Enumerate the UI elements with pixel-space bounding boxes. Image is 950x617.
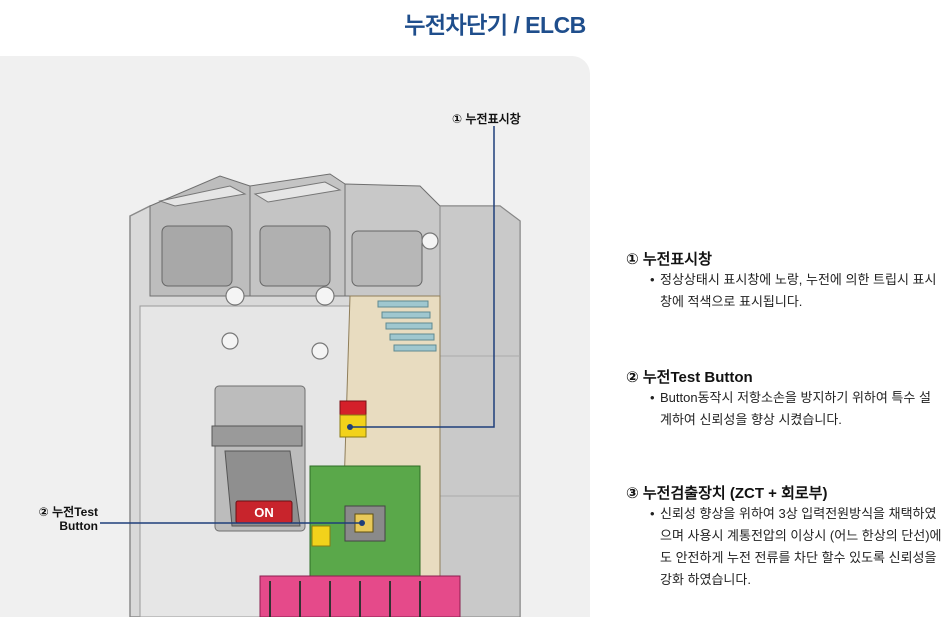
- section-detection: ③ 누전검출장치 (ZCT + 회로부) • 신뢰성 향상을 위하여 3상 입력전…: [626, 482, 942, 591]
- indicator-leader-line: [350, 126, 495, 428]
- indicator-red: [339, 400, 367, 416]
- terminal-bays: [149, 173, 441, 297]
- arc-chute: [377, 300, 437, 352]
- bullet: •: [650, 506, 655, 521]
- section-detection-heading: ③ 누전검출장치 (ZCT + 회로부): [626, 485, 828, 502]
- callout-test-line2: Button: [59, 519, 98, 533]
- section-indicator-text: 정상상태시 표시창에 노랑, 누전에 의한 트립시 표시창에 적색으로 표시됩니…: [660, 272, 937, 309]
- terminal-screws: [221, 232, 439, 360]
- bullet: •: [650, 272, 655, 287]
- bullet: •: [650, 390, 655, 405]
- section-detection-text: 신뢰성 향상을 위하여 3상 입력전원방식을 채택하였으며 사용시 계통전압의 …: [660, 506, 942, 587]
- callout-test-line1: ② 누전Test: [38, 505, 98, 519]
- section-test-button: ② 누전Test Button • Button동작시 저항소손을 방지하기 위하…: [626, 366, 942, 431]
- elcb-illustration: ON: [100, 126, 521, 617]
- handle-grip: [211, 425, 303, 447]
- section-test-heading: ② 누전Test Button: [626, 369, 753, 386]
- section-indicator-heading: ① 누전표시창: [626, 251, 712, 268]
- section-test-text: Button동작시 저항소손을 방지하기 위하여 특수 설계하여 신뢰성을 향상…: [660, 390, 931, 427]
- section-indicator: ① 누전표시창 • 정상상태시 표시창에 노랑, 누전에 의한 트립시 표시창에 …: [626, 248, 942, 313]
- page-title: 누전차단기 / ELCB: [404, 12, 586, 38]
- on-label: ON: [254, 505, 274, 520]
- callout-test-button: ② 누전Test Button: [30, 505, 98, 533]
- indicator-yellow: [339, 414, 367, 438]
- callout-indicator: ① 누전표시창: [452, 112, 521, 126]
